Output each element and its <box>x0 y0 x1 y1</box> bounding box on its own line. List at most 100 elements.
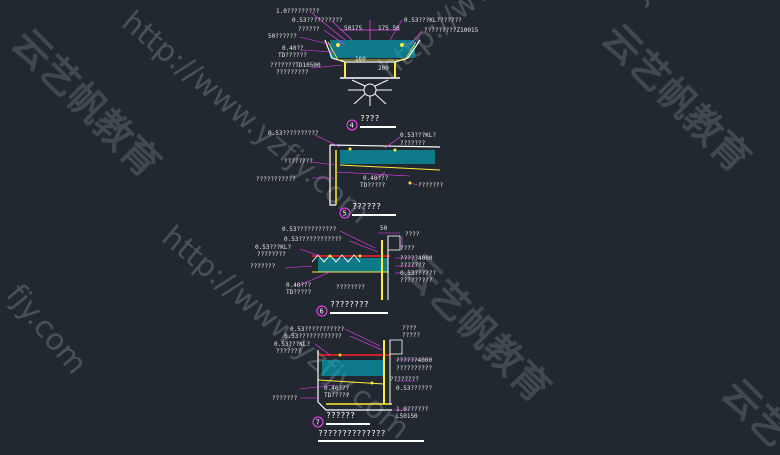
detail-4-label-10: ?????????Z10015 <box>424 27 479 34</box>
watermark-partial-url-top: yzfjy <box>623 0 699 11</box>
detail-7-insulation <box>322 360 384 376</box>
detail-6-title: ???????? <box>330 300 369 309</box>
watermark-url-top: http://www.yzfjy.com <box>115 4 376 231</box>
detail-6-bolt-1 <box>328 254 332 258</box>
detail-7-bolt-2 <box>370 381 374 385</box>
detail-5-title-underline <box>352 214 396 216</box>
detail-6-label-1: 0.53??????????? <box>282 226 337 233</box>
detail-4-number: 4 <box>350 122 354 130</box>
detail-4-dim-200: 200 <box>378 65 389 72</box>
detail-5-bottom-sheet <box>339 164 441 171</box>
detail-6-label-14: ????????? <box>400 277 433 284</box>
detail-5-number-circle <box>339 207 351 219</box>
detail-7-label-6: ????? <box>402 332 420 339</box>
detail-5-label-3: ??????? <box>400 140 426 147</box>
detail-7-cap <box>389 339 403 355</box>
detail-6-label-12: ??????? <box>400 262 426 269</box>
detail-6-label-11: ?????4000 <box>400 255 433 262</box>
detail-7-label-3: 0.53???KL? <box>274 341 311 348</box>
detail-7-label-11: 0.40??? <box>324 385 350 392</box>
detail-6-cap <box>387 235 401 251</box>
detail-7-label-14: 1.0?????? <box>396 406 429 413</box>
detail-7-bolt-1 <box>338 353 342 357</box>
detail-6-label-2: 0.53???????????? <box>284 236 342 243</box>
detail-7-label-4: ??????? <box>276 348 302 355</box>
detail-6-label-3: 0.53???KL? <box>255 244 292 251</box>
detail-5-purlin <box>335 171 411 177</box>
detail-7-label-1: 0.53??????????? <box>290 326 345 333</box>
detail-4-gutter-outline <box>324 39 421 63</box>
detail-4-label-2: 0.53?????????? <box>292 17 343 24</box>
detail-4-bolt-left <box>336 43 340 47</box>
detail-4-leaders <box>299 12 423 69</box>
detail-6-number: 6 <box>320 308 324 316</box>
detail-4-downspout-fan <box>348 79 392 106</box>
detail-7-label-5: ???? <box>402 325 417 332</box>
detail-4[interactable]: 1.0????????? 0.53?????????? ?????? 50???… <box>268 8 479 131</box>
detail-4-title: ???? <box>360 114 379 123</box>
detail-7-label-9: 0.53?????? <box>396 385 433 392</box>
detail-6-dim-50-text: 50 <box>380 225 388 232</box>
detail-7-title: ?????? <box>326 411 355 420</box>
detail-7-label-2: 0.53???????????? <box>284 333 342 340</box>
detail-4-label-1: 1.0????????? <box>276 8 320 15</box>
detail-5-bolt-1 <box>348 147 352 151</box>
detail-6-label-8: 0.40??? <box>286 282 312 289</box>
detail-7-gutter-outline <box>317 350 392 411</box>
detail-4-label-4: 50?????? <box>268 33 297 40</box>
detail-5-label-5: 0.40??? <box>363 175 389 182</box>
detail-5-top-sheet <box>329 144 441 148</box>
detail-6-label-13: 0.53?????? <box>400 270 437 277</box>
detail-6-corrugation <box>311 254 361 263</box>
detail-5-title: ?????? <box>352 202 381 211</box>
detail-6-label-5: ???? <box>405 231 420 238</box>
detail-7-label-15: L50150 <box>396 413 418 420</box>
detail-7-number-circle <box>312 416 324 428</box>
detail-5-label-2: 0.53???KL? <box>400 132 437 139</box>
detail-4-label-3: ?????? <box>298 26 320 33</box>
detail-4-label-9: 0.53???KL??????? <box>404 17 462 24</box>
detail-7-number: 7 <box>316 419 320 427</box>
detail-5-label-8: ??????? <box>418 182 444 189</box>
detail-4-dim-left: 50175 <box>344 25 362 32</box>
detail-6-label-7: ???????? <box>336 284 365 291</box>
detail-4-number-circle <box>346 119 358 131</box>
detail-4-dim-160: 160 <box>355 56 366 63</box>
detail-4-insulation <box>330 40 415 58</box>
detail-5-number: 5 <box>343 210 347 218</box>
detail-7[interactable]: 0.53??????????? 0.53???????????? 0.53???… <box>272 325 433 442</box>
detail-7-subtitle: ?????????????? <box>318 429 386 438</box>
detail-5-label-4: ???????? <box>284 158 313 165</box>
detail-4-label-8: ????????? <box>276 69 309 76</box>
detail-4-bolt-right <box>400 43 404 47</box>
detail-6-number-circle <box>316 305 328 317</box>
detail-4-label-6: TD?????? <box>278 52 307 59</box>
detail-7-leaders <box>299 328 420 411</box>
detail-6-insulation <box>318 258 388 272</box>
detail-6-label-4: ???????? <box>257 251 286 258</box>
detail-7-subtitle-underline <box>318 440 424 442</box>
detail-5[interactable]: 0.53?????????? 0.53???KL? ??????? ??????… <box>256 130 444 219</box>
detail-6-label-6: ??????? <box>250 263 276 270</box>
detail-4-gutter-liner <box>327 41 417 61</box>
detail-4-dim-right: 175 50 <box>378 25 400 32</box>
detail-5-label-7: ??????????? <box>256 176 296 183</box>
detail-6-title-underline <box>330 312 388 314</box>
detail-7-label-8: ?????????? <box>396 365 433 372</box>
detail-6-leaders <box>284 230 415 286</box>
detail-5-leaders <box>311 134 419 186</box>
detail-5-label-1: 0.53?????????? <box>268 130 319 137</box>
detail-7-label-10: ???????? <box>390 376 419 383</box>
watermark-brand-bottom-right: 云艺 <box>714 370 780 455</box>
detail-5-gutter-wall <box>329 145 336 206</box>
detail-6[interactable]: 0.53??????????? 0.53???????????? 0.53???… <box>250 225 437 317</box>
detail-5-insulation <box>340 150 435 164</box>
detail-7-title-underline <box>326 423 370 425</box>
detail-4-title-underline <box>360 126 396 128</box>
detail-4-label-5: 0.40?? <box>282 45 304 52</box>
detail-6-label-9: TD????? <box>286 289 312 296</box>
detail-7-label-12: TD????? <box>324 392 350 399</box>
detail-5-label-6: TD????? <box>360 182 386 189</box>
